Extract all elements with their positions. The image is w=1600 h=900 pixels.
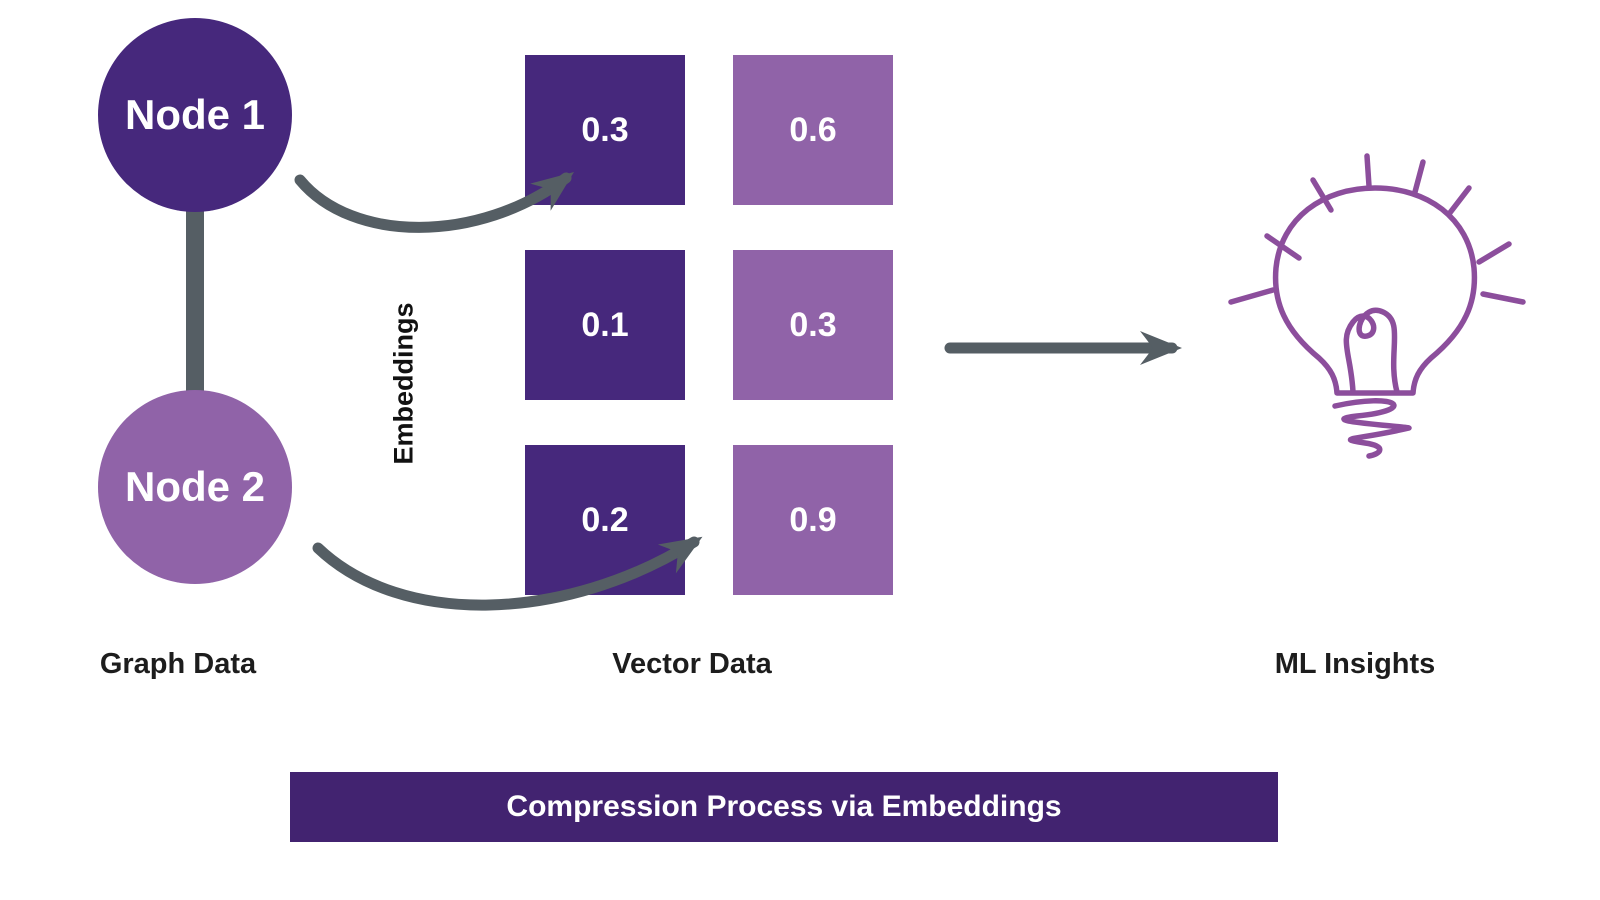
matrix-cell: 0.9 [733, 445, 893, 595]
banner: Compression Process via Embeddings [290, 772, 1278, 842]
graph-node-1-label: Node 1 [124, 91, 266, 138]
matrix-cell: 0.1 [525, 250, 685, 400]
graph-node-2-label: Node 2 [124, 463, 266, 510]
matrix-value: 0.1 [581, 305, 629, 344]
matrix-cell: 0.3 [733, 250, 893, 400]
matrix-cell: 0.6 [733, 55, 893, 205]
graph-node-1: Node 1 [98, 18, 292, 212]
matrix-cell: 0.3 [525, 55, 685, 205]
ml-insights-caption: ML Insights [1274, 648, 1436, 680]
graph-data-caption: Graph Data [99, 648, 257, 680]
lightbulb-icon [1228, 153, 1526, 459]
matrix-value: 0.9 [789, 500, 837, 539]
embeddings-label: Embeddings [388, 302, 419, 465]
matrix-value: 0.3 [581, 110, 629, 149]
vector-data-caption: Vector Data [612, 648, 772, 680]
graph-node-2: Node 2 [98, 390, 292, 584]
matrix-value: 0.2 [581, 500, 629, 539]
matrix-cell: 0.2 [525, 445, 685, 595]
matrix-value: 0.3 [789, 305, 837, 344]
banner-label: Compression Process via Embeddings [506, 790, 1062, 823]
matrix-value: 0.6 [789, 110, 837, 149]
